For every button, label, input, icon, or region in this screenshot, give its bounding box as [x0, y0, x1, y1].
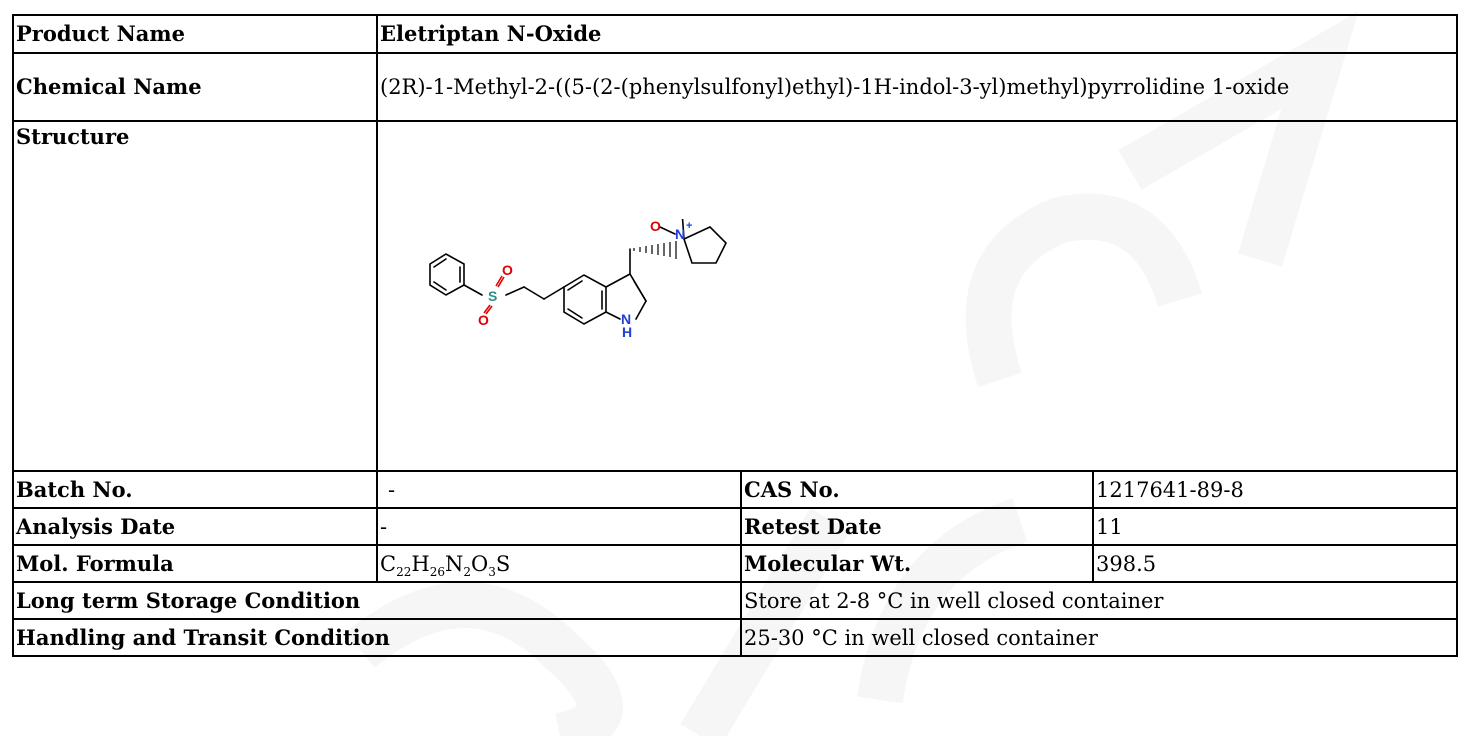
atom-oxygen-2: O [478, 312, 489, 328]
atom-ammonium-nitrogen: N [675, 226, 685, 242]
chemical-name-value: (2R)-1-Methyl-2-((5-(2-(phenylsulfonyl)e… [375, 52, 1459, 122]
handling-condition-label: Handling and Transit Condition [12, 618, 742, 657]
batch-no-label: Batch No. [12, 470, 378, 509]
cas-no-value: 1217641-89-8 [1091, 470, 1459, 509]
storage-condition-value: Store at 2-8 °C in well closed container [739, 581, 1459, 620]
atom-oxygen-1: O [502, 262, 513, 278]
retest-date-value: 11 [1091, 507, 1459, 546]
mol-formula-label: Mol. Formula [12, 544, 378, 583]
retest-date-label: Retest Date [740, 507, 1094, 546]
coa-table: Product Name Eletriptan N-Oxide Chemical… [12, 14, 1459, 657]
atom-sulfur: S [488, 288, 497, 304]
analysis-date-label: Analysis Date [12, 507, 378, 546]
row-chemical-name: Chemical Name (2R)-1-Methyl-2-((5-(2-(ph… [12, 52, 1459, 122]
handling-condition-value: 25-30 °C in well closed container [739, 618, 1459, 657]
molecular-wt-label: Molecular Wt. [740, 544, 1094, 583]
atom-plus-charge: + [686, 220, 692, 232]
row-structure: Structure [12, 120, 1459, 472]
chemical-structure-diagram: S O O N H N + O - [429, 219, 727, 340]
row-analysis-retest: Analysis Date - Retest Date 11 [12, 507, 1459, 546]
mol-formula-value: C22H26N2O3S [376, 544, 742, 583]
analysis-date-value: - [376, 507, 742, 546]
atom-oxide-oxygen: O [650, 219, 661, 234]
structure-cell: S O O N H N + O - [375, 120, 1459, 472]
row-formula-weight: Mol. Formula C22H26N2O3S Molecular Wt. 3… [12, 544, 1459, 583]
product-name-label: Product Name [12, 14, 378, 54]
cas-no-label: CAS No. [740, 470, 1094, 509]
storage-condition-label: Long term Storage Condition [12, 581, 742, 620]
atom-indole-nitrogen: N [621, 311, 631, 327]
batch-no-value: - [376, 470, 742, 509]
row-storage: Long term Storage Condition Store at 2-8… [12, 581, 1459, 620]
structure-label: Structure [12, 120, 378, 472]
atom-indole-hydrogen: H [622, 324, 632, 340]
molecular-wt-value: 398.5 [1091, 544, 1459, 583]
row-handling: Handling and Transit Condition 25-30 °C … [12, 618, 1459, 657]
row-product-name: Product Name Eletriptan N-Oxide [12, 14, 1459, 54]
row-batch-cas: Batch No. - CAS No. 1217641-89-8 [12, 470, 1459, 509]
product-name-value: Eletriptan N-Oxide [375, 14, 1459, 54]
atom-minus-charge: - [645, 219, 649, 224]
chemical-name-label: Chemical Name [12, 52, 378, 122]
